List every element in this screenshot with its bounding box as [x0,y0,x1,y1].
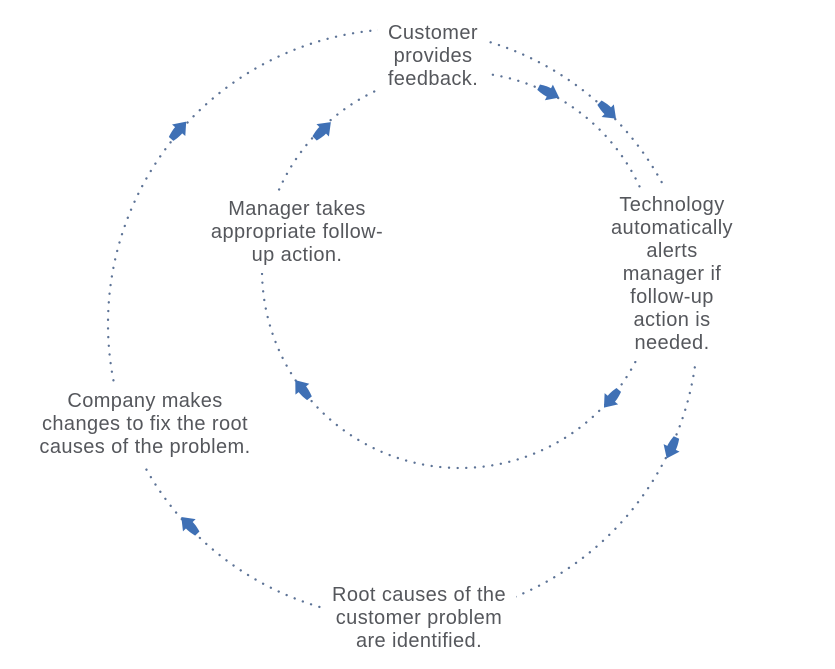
step-company-changes: Company makes changes to fix the root ca… [29,384,261,465]
arrow-icon-inner-bottom-left [288,374,317,404]
step-manager-action: Manager takes appropriate follow- up act… [200,192,394,273]
step-technology-alerts: Technology automatically alerts manager … [590,188,754,361]
arrow-icon-outer-bottom-right [658,433,685,463]
arrow-icon-inner-top-left [308,115,338,145]
arrow-icon-inner-bottom-right [597,384,626,414]
arrow-icon-outer-top-left [164,115,193,145]
step-root-causes: Root causes of the customer problem are … [322,578,516,659]
arrow-icon-inner-top-right [534,79,564,106]
arrow-icon-outer-top-right [593,96,623,126]
arrow-icon-outer-bottom-left [174,510,204,540]
step-customer-feedback: Customer provides feedback. [377,16,489,97]
